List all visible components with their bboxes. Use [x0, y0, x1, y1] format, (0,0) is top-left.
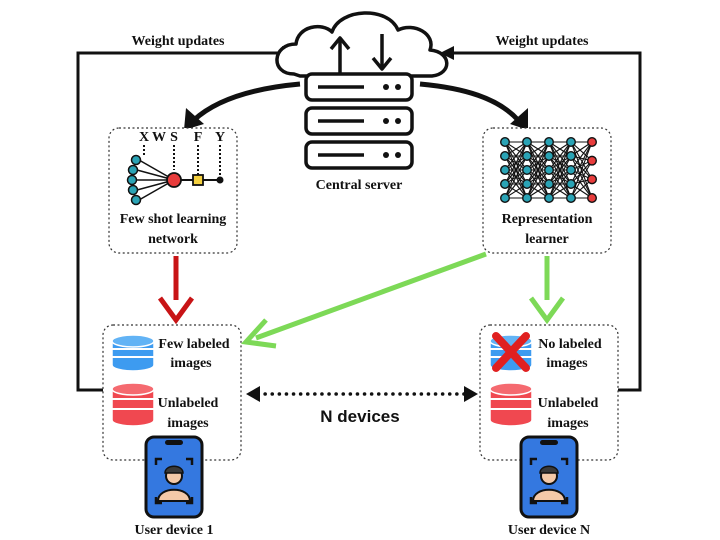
server-rack-icon: [304, 72, 414, 170]
upload-arrow-icon: [329, 36, 351, 74]
user-device-n-label: User device N: [508, 523, 590, 538]
few-labeled-line1: Few labeled: [158, 337, 229, 352]
few-shot-learning-box: X W S F Y Few shot learning network: [108, 127, 238, 254]
labeled-database-icon: [111, 334, 155, 372]
phone-icon-deviceN: [519, 435, 579, 519]
fsl-label-line2: network: [148, 232, 198, 247]
unlabeled-right-line2: images: [547, 416, 589, 431]
neural-network-icon: [500, 136, 598, 203]
central-server-icon: [275, 11, 449, 170]
fsl-network-icon: [126, 145, 224, 206]
unlabeled-left-line2: images: [167, 416, 209, 431]
rep-to-device1-arrow: [240, 251, 487, 349]
n-devices-label: N devices: [320, 407, 399, 426]
server-to-fsl-arrow: [192, 81, 301, 122]
phone-icon-device1: [144, 435, 204, 519]
cloud-icon: [275, 11, 449, 78]
deviceN-storage-box: No labeled images Unlabeled images: [479, 324, 619, 461]
unlabeled-database-icon-right: [489, 382, 533, 427]
rep-label-line1: Representation: [502, 212, 593, 227]
representation-learner-box: Representation learner: [482, 127, 612, 254]
no-labeled-line2: images: [546, 356, 588, 371]
rep-to-deviceN-arrow: [528, 256, 566, 325]
weight-updates-label-left: Weight updates: [132, 34, 226, 49]
server-to-rep-arrow: [419, 81, 520, 122]
n-devices-connector: [246, 386, 478, 402]
fsl-var-f: F: [194, 130, 203, 145]
no-labeled-line1: No labeled: [538, 337, 602, 352]
rep-label-line2: learner: [525, 232, 569, 247]
fsl-var-w: W: [152, 130, 166, 145]
server-to-rep-arrowhead: [510, 108, 528, 130]
device1-storage-box: Few labeled images Unlabeled images: [102, 324, 242, 461]
download-arrow-icon: [371, 34, 393, 71]
fsl-var-y: Y: [215, 130, 225, 145]
server-to-fsl-arrowhead: [184, 108, 204, 130]
user-device-1-label: User device 1: [134, 523, 213, 538]
fsl-var-s: S: [170, 130, 178, 145]
unlabeled-right-line1: Unlabeled: [538, 396, 599, 411]
fsl-label-line1: Few shot learning: [120, 212, 227, 227]
few-labeled-line2: images: [170, 356, 212, 371]
fsl-var-x: X: [139, 130, 149, 145]
central-server-label: Central server: [316, 178, 403, 193]
labeled-database-crossed-icon: [489, 332, 533, 372]
fsl-to-device1-arrow: [157, 256, 195, 325]
weight-updates-label-right: Weight updates: [496, 34, 590, 49]
weight-update-loop-right: [440, 46, 642, 392]
unlabeled-left-line1: Unlabeled: [158, 396, 219, 411]
unlabeled-database-icon-left: [111, 382, 155, 427]
cross-mark-icon: [492, 332, 530, 372]
